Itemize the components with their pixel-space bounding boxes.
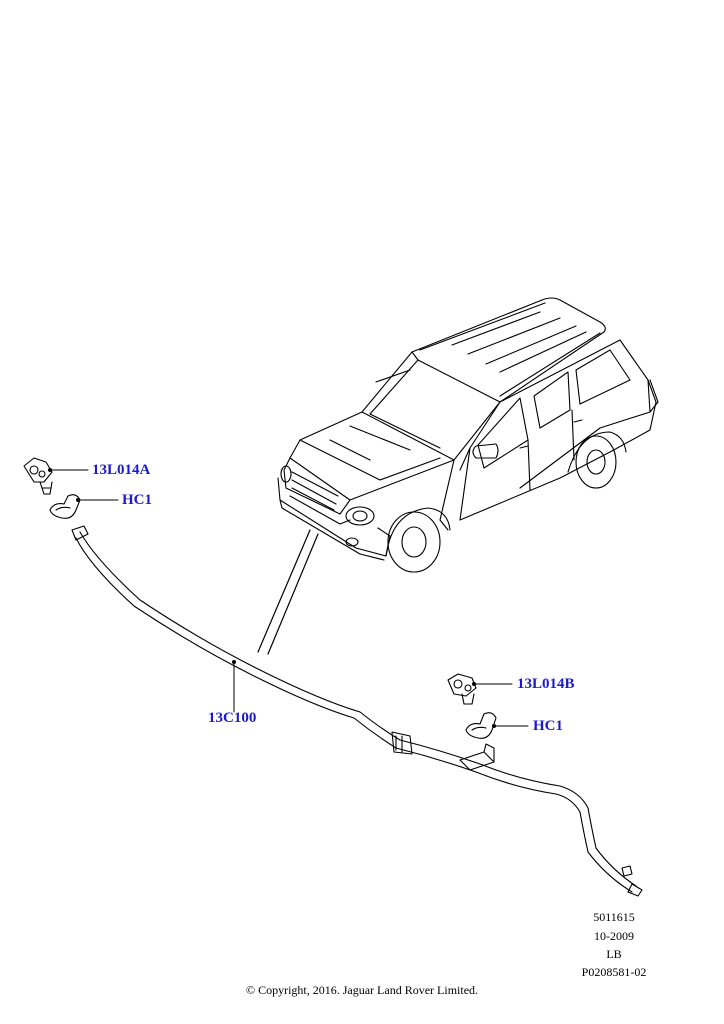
washer-jet-icon: [447, 673, 477, 705]
callout-hc1-upper[interactable]: HC1: [122, 492, 152, 508]
reference-line-4: P0208581-02: [581, 965, 647, 979]
callout-13C100[interactable]: 13C100: [208, 710, 257, 726]
reference-line-3: LB: [606, 947, 622, 961]
leader-lines-hose-to-vehicle: [257, 529, 319, 655]
reference-line-1: 5011615: [593, 910, 635, 924]
copyright-notice: © Copyright, 2016. Jaguar Land Rover Lim…: [245, 983, 479, 997]
vehicle-illustration: [277, 297, 659, 573]
hose-clip-icon: [49, 494, 81, 519]
callout-13L014B[interactable]: 13L014B: [517, 676, 575, 692]
washer-jet-icon: [23, 457, 53, 495]
hose-clip-icon: [465, 712, 497, 739]
callout-hc1-lower[interactable]: HC1: [533, 718, 563, 734]
reference-line-2: 10-2009: [594, 929, 634, 943]
callout-13L014A[interactable]: 13L014A: [92, 462, 151, 478]
washer-hose-icon: [71, 525, 643, 897]
